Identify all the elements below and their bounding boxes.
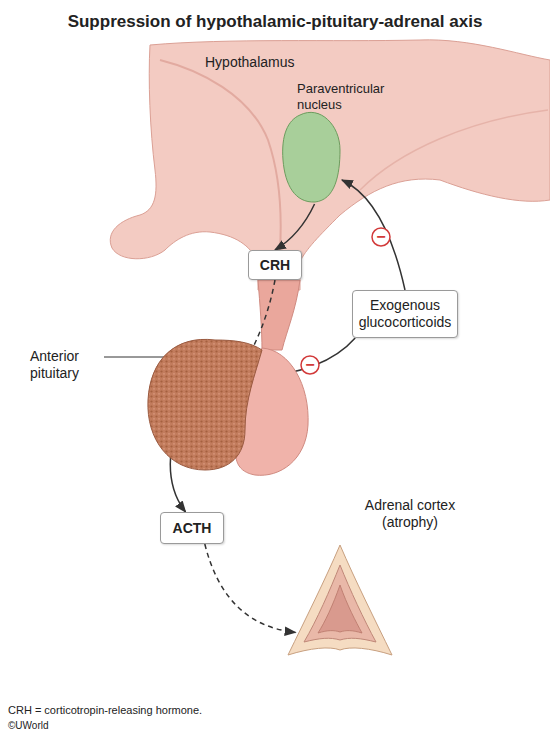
hormone-box: ACTH [160, 512, 224, 544]
pituitary-shape-outline [148, 340, 310, 480]
region-label: Hypothalamus [205, 54, 325, 71]
node-text: Paraventricular nucleus [297, 81, 392, 112]
adrenal-shape-outline [288, 545, 394, 660]
connector-arrow [205, 544, 296, 632]
hypothalamus-tissue [110, 40, 550, 290]
node-text: Anterior pituitary [30, 348, 110, 382]
node-text: Adrenal cortex (atrophy) [350, 497, 470, 531]
node-text: CRH [256, 257, 294, 274]
ventricle-line [160, 60, 281, 250]
node-text: ACTH [169, 520, 216, 537]
pituitary-shape: Anterior pituitary [148, 340, 310, 480]
hormone-box: CRH [248, 250, 302, 280]
title: Suppression of hypothalamic-pituitary-ad… [0, 12, 550, 32]
adrenal-shape: Adrenal cortex (atrophy) [288, 545, 394, 660]
copyright-note: ©UWorld [8, 720, 128, 732]
inhibition-sign: − [372, 226, 390, 248]
connector-arrow [342, 180, 405, 290]
nucleus-shape: Paraventricular nucleus [281, 108, 342, 204]
connector-arrow [275, 204, 315, 250]
node-text: Exogenous glucocorticoids [353, 297, 457, 331]
drug-box: Exogenous glucocorticoids [352, 290, 458, 338]
ventricle-line [360, 110, 548, 190]
pituitary-stalk [258, 280, 300, 350]
nucleus-shape-outline [281, 108, 342, 204]
caption: CRH = corticotropin-releasing hormone. [8, 704, 408, 717]
inhibition-sign: − [301, 354, 319, 376]
leader-line [104, 357, 172, 358]
